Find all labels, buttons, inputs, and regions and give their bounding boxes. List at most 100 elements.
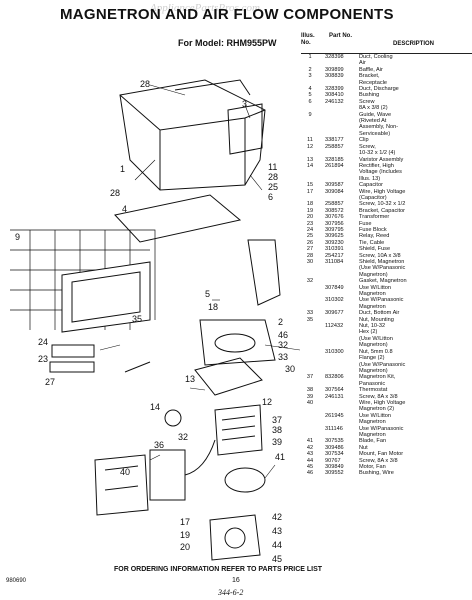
illus-number: 9: [308, 111, 312, 118]
illus-number: 14: [306, 162, 314, 169]
illus-number: 28: [306, 252, 314, 259]
table-row: 42 309486 Nut: [301, 445, 472, 451]
part-number: 112432: [325, 323, 344, 330]
document-code: 980690: [6, 578, 27, 584]
illus-number: 46: [306, 470, 314, 477]
callout-label: 45: [272, 554, 282, 564]
part-description: Clip: [359, 137, 369, 144]
part-description: Thermostat: [359, 387, 388, 394]
illus-number: 33: [306, 310, 314, 317]
part-number: 310302: [325, 297, 344, 304]
part-number: 311084: [325, 259, 344, 265]
part-description: Shield, Magnetron (Use W/Panasonic Magne…: [359, 259, 406, 278]
illus-number: 4: [308, 86, 312, 93]
part-number: 308410: [325, 92, 344, 99]
parts-table-header: Illus. No. Part No. DESCRIPTION: [301, 31, 472, 54]
part-description: Nut: [359, 444, 368, 451]
part-number: 308572: [325, 207, 344, 214]
air-baffle: [114, 194, 242, 243]
illus-number: 35: [306, 316, 314, 323]
callout-label: 19: [180, 530, 190, 540]
illus-number: 37: [306, 374, 314, 381]
illus-number: 42: [306, 444, 314, 451]
callout-label: 40: [120, 467, 130, 477]
illus-number: 43: [306, 451, 314, 458]
illus-number: 23: [306, 220, 314, 227]
table-row: 35 Nut, Mounting: [301, 317, 472, 323]
callout-label: 12: [262, 397, 272, 407]
callout-label: 35: [132, 314, 142, 324]
part-description: Fuse Block: [359, 226, 387, 233]
part-number: 309230: [325, 239, 344, 246]
illus-number: 30: [306, 259, 314, 265]
illus-number: 17: [306, 188, 314, 195]
part-number: 308839: [325, 73, 344, 80]
ordering-note: FOR ORDERING INFORMATION REFER TO PARTS …: [114, 566, 323, 573]
part-description: Use W/Litton Magnetron: [359, 412, 392, 426]
callout-label: 46: [278, 330, 288, 340]
exploded-parts-diagram: 28 3 1 28 4 11 28 25 6 9 5 18 35 2 46 32…: [10, 79, 300, 564]
callout-label: 20: [180, 542, 190, 552]
illus-no-header: Illus. No.: [301, 33, 315, 46]
illus-number: 2: [308, 66, 312, 73]
cooling-air-duct: [119, 79, 266, 191]
description-header: DESCRIPTION: [393, 41, 435, 47]
illus-number: 11: [307, 137, 313, 144]
magnetron: [214, 404, 263, 456]
part-description: Bushing: [359, 92, 380, 99]
illus-number: 24: [306, 226, 314, 233]
callout-label: 24: [38, 337, 48, 347]
illus-number: 19: [306, 207, 314, 214]
callout-label: 37: [272, 415, 282, 425]
part-number: 310300: [325, 348, 344, 355]
part-number: 338177: [325, 137, 344, 144]
illus-number: 32: [306, 278, 314, 285]
transformer: [94, 454, 149, 516]
part-description: Use W/Panasonic Magnetron: [359, 297, 404, 310]
part-number: 307849: [325, 284, 344, 291]
model-subtitle: For Model: RHM955PW: [178, 38, 277, 48]
callout-label: 3: [242, 99, 247, 109]
callout-label: 13: [185, 374, 195, 384]
part-number: 307535: [325, 438, 344, 445]
table-row: 26 309230 Tie, Cable: [301, 240, 472, 246]
part-number: 261894: [325, 162, 344, 169]
capacitor-bracket-plate: [247, 239, 281, 306]
part-description: Tie, Cable: [359, 239, 385, 246]
part-description: Screw, 10-32 x 1/2: [359, 201, 406, 208]
part-number: 307534: [325, 451, 344, 458]
callout-label: 42: [272, 512, 282, 522]
illus-number: 18: [306, 201, 314, 208]
part-description: Duct, Cooling Air: [359, 54, 393, 67]
wave-guide: [61, 261, 151, 333]
part-description: Duct, Discharge: [359, 86, 399, 93]
receptacle-bracket: [227, 103, 263, 155]
part-description: Nut, 5mm 0.8 Flange (2) (Use W/Panasonic…: [359, 348, 406, 374]
part-number: 309849: [325, 464, 344, 470]
part-number: 246132: [325, 98, 344, 105]
callout-label: 43: [272, 526, 282, 536]
illus-number: 39: [306, 393, 314, 400]
part-description: Screw, 10A x 3/8: [359, 252, 401, 259]
illus-number: 26: [306, 239, 314, 246]
part-description: Nut, Mounting: [359, 316, 394, 323]
illus-number: 45: [306, 464, 314, 470]
callout-label: 30: [285, 364, 295, 374]
part-number: 309486: [325, 444, 344, 451]
